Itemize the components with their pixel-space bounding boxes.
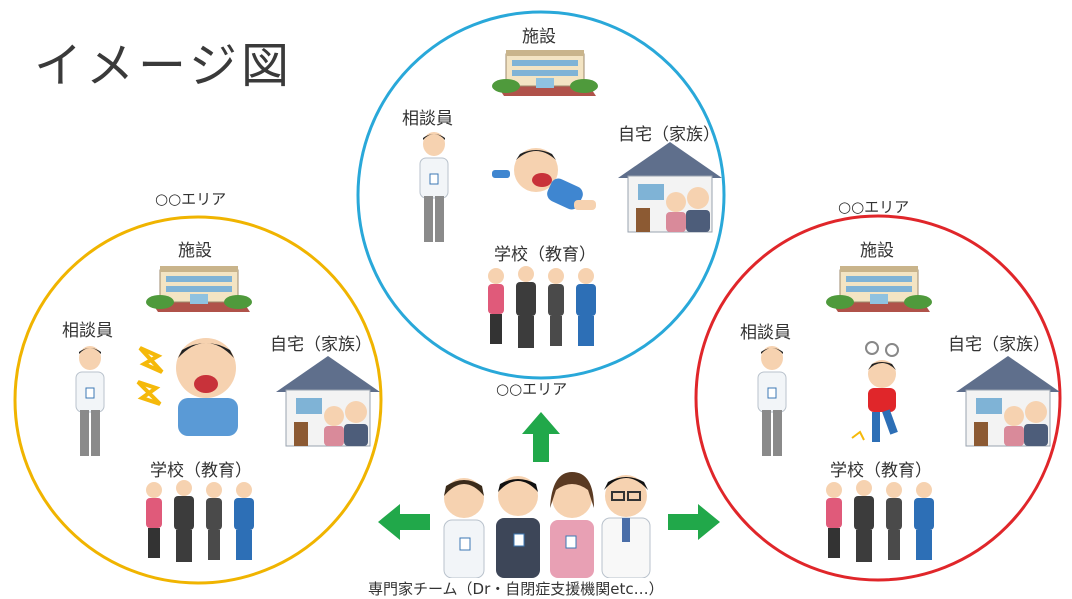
home-family-icon [956,356,1060,447]
right-area-label: ○○エリア [838,198,910,216]
page-title: イメージ図 [34,38,294,94]
left-area-label: ○○エリア [155,190,227,208]
center-school-label: 学校（教育） [494,245,596,265]
counselor-icon [757,346,787,456]
home-family-icon [618,142,722,233]
facility-building-icon [146,266,252,312]
center-area-circle [356,10,726,380]
stomping-child-icon [851,341,899,442]
left-counselor-label: 相談員 [62,321,113,341]
left-home-label: 自宅（家族） [270,335,372,355]
school-teachers-icon [488,266,596,348]
center-counselor-label: 相談員 [402,109,453,129]
facility-building-icon [492,50,598,96]
right-home-label: 自宅（家族） [948,335,1050,355]
counselor-icon [75,346,105,456]
counselor-icon [419,132,449,242]
home-family-icon [276,356,380,447]
right-counselor-label: 相談員 [740,323,791,343]
right-school-label: 学校（教育） [830,461,932,481]
right-area-circle [694,214,1062,582]
expert-team-label: 専門家チーム（Dr・自閉症支援機関etc…） [368,580,664,598]
center-facility-label: 施設 [522,27,556,47]
school-teachers-icon [146,480,254,562]
center-area-label: ○○エリア [496,380,568,398]
arrow-left-icon [378,504,430,540]
left-facility-label: 施設 [178,241,212,261]
left-school-label: 学校（教育） [150,461,252,481]
arrow-right-icon [668,504,720,540]
arrow-up-icon [522,412,560,462]
center-home-label: 自宅（家族） [618,125,720,145]
tantrum-child-icon [492,148,596,210]
right-facility-label: 施設 [860,241,894,261]
school-teachers-icon [826,480,934,562]
facility-building-icon [826,266,932,312]
expert-team-icon [443,472,651,578]
angry-child-icon [136,338,238,436]
left-area-circle [13,215,383,585]
